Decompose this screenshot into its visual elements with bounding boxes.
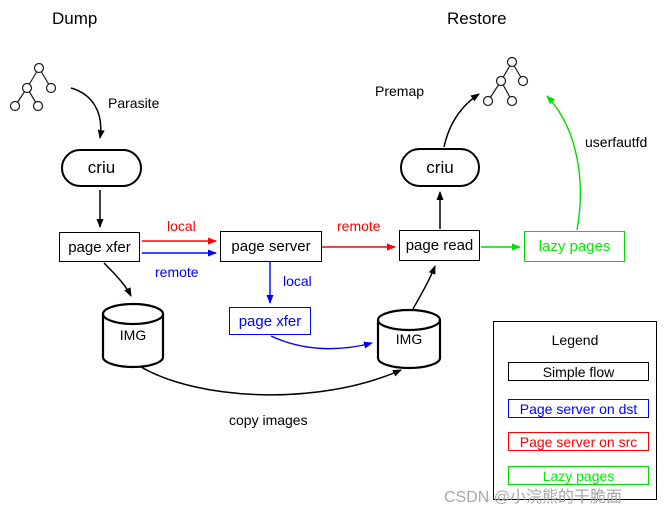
parasite-label: Parasite [108,95,160,111]
local-dst-label: local [283,273,312,289]
copy-images-label: copy images [229,412,308,428]
dump-title: Dump [52,9,98,28]
criu-node-restore: criu [400,148,480,187]
page-server-node: page server [220,231,322,262]
restore-title: Restore [447,9,507,28]
userfaultfd-arrow [546,95,582,231]
img-to-pageread-arrow [412,265,436,310]
userfaultfd-label: userfautfd [585,134,648,150]
legend-title: Legend [551,332,599,348]
copy-images-arrow [140,366,402,396]
page-xfer-src-node: page xfer [59,232,140,262]
process-tree-left-icon [9,62,57,112]
page-xfer-dst-node: page xfer [229,307,311,335]
legend-item-page-server-dst: Page server on dst [508,399,649,418]
legend-item-lazy-pages: Lazy pages [508,466,649,485]
img-cylinder-right [376,308,442,370]
parasite-arrow [70,87,105,139]
img-label-right: IMG [395,331,423,347]
premap-label: Premap [375,83,425,99]
pagexferdst-to-img-arrow [270,335,373,350]
img-cylinder-left [101,302,165,369]
pagexfer-to-img-arrow [103,262,132,297]
legend-panel: Legend Simple flow Page server on dst Pa… [493,321,657,500]
lazy-pages-node: lazy pages [524,231,625,262]
remote-dst-label: remote [337,218,381,234]
legend-item-page-server-src: Page server on src [508,432,649,451]
page-read-node: page read [399,230,480,261]
img-label-left: IMG [119,327,147,343]
local-src-label: local [167,218,196,234]
criu-node-dump: criu [61,149,142,187]
legend-item-simple-flow: Simple flow [508,362,649,381]
process-tree-right-icon [482,56,529,107]
csdn-watermark: CSDN @小浣熊的干脆面 [444,489,623,506]
premap-arrow [443,93,480,148]
remote-src-label: remote [155,264,199,280]
